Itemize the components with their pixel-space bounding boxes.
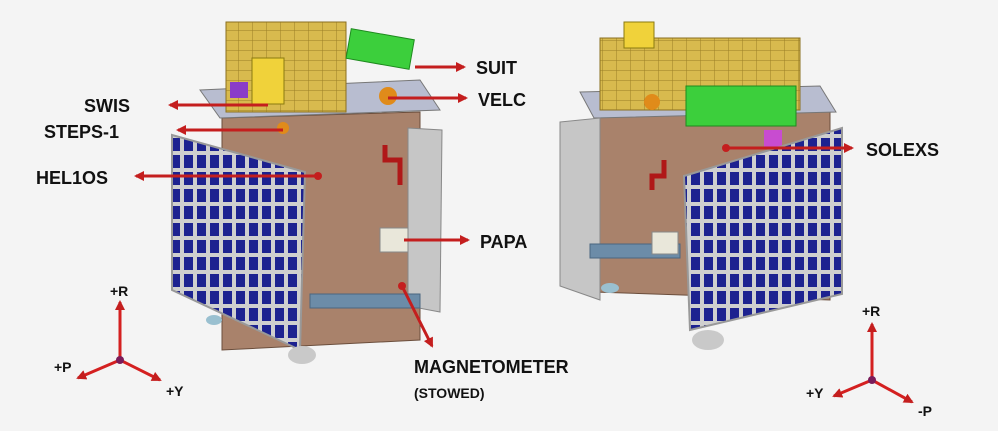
magnetometer-boom [309, 293, 421, 309]
right-foot-1 [692, 330, 724, 350]
axis-left-r-label: +R [110, 283, 128, 299]
axes-right [832, 322, 914, 404]
spacecraft-front-view [171, 21, 443, 364]
papa-box [379, 227, 409, 253]
green-instrument-right [685, 85, 797, 127]
axis-left-origin [116, 356, 124, 364]
label-stowed: (STOWED) [414, 385, 485, 401]
payload-stack-left [225, 21, 347, 113]
label-solexs: SOLEXS [866, 140, 939, 160]
axis-left-p [76, 358, 121, 380]
solar-array-right [682, 126, 843, 332]
axis-right-y-label: +Y [806, 385, 824, 401]
box-right [651, 231, 679, 255]
purple-instrument-left [230, 82, 248, 98]
label-papa: PAPA [480, 232, 527, 252]
label-velc: VELC [478, 90, 526, 110]
axis-right-p-label: -P [918, 403, 932, 419]
label-suit: SUIT [476, 58, 517, 78]
right-foot-2 [601, 283, 619, 293]
side-panel-left [407, 127, 443, 313]
axis-left-y-label: +Y [166, 383, 184, 399]
pink-instrument-right [764, 130, 782, 148]
axis-right-r-label: +R [862, 303, 880, 319]
label-steps: STEPS-1 [44, 122, 119, 142]
orange-sensor-steps [277, 122, 289, 134]
axis-left-p-label: +P [54, 359, 72, 375]
label-magnetometer: MAGNETOMETER [414, 357, 569, 377]
orange-sensor-right [644, 94, 660, 110]
side-panel-right [559, 117, 601, 301]
axis-right-y [832, 378, 873, 398]
axis-left-y [119, 358, 162, 382]
label-swis: SWIS [84, 96, 130, 116]
label-helios: HEL1OS [36, 168, 108, 188]
red-pipe-right [649, 160, 667, 190]
arrow-magnetometer [400, 285, 434, 348]
yellow-box-left [251, 57, 285, 105]
dot-helios [314, 172, 322, 180]
spacecraft-rear-view [559, 21, 843, 350]
dot-solexs [722, 144, 730, 152]
yellow-box-right [623, 21, 655, 49]
red-pipe-left [382, 145, 403, 185]
solar-array-left [171, 133, 307, 352]
left-foot-1 [288, 346, 316, 364]
green-instrument-left [345, 28, 415, 70]
orange-sensor-velc [379, 87, 397, 105]
dot-magnetometer [398, 282, 406, 290]
axis-right-origin [868, 376, 876, 384]
axes-left [76, 300, 162, 382]
axis-right-p [871, 378, 914, 404]
left-foot-2 [206, 315, 222, 325]
